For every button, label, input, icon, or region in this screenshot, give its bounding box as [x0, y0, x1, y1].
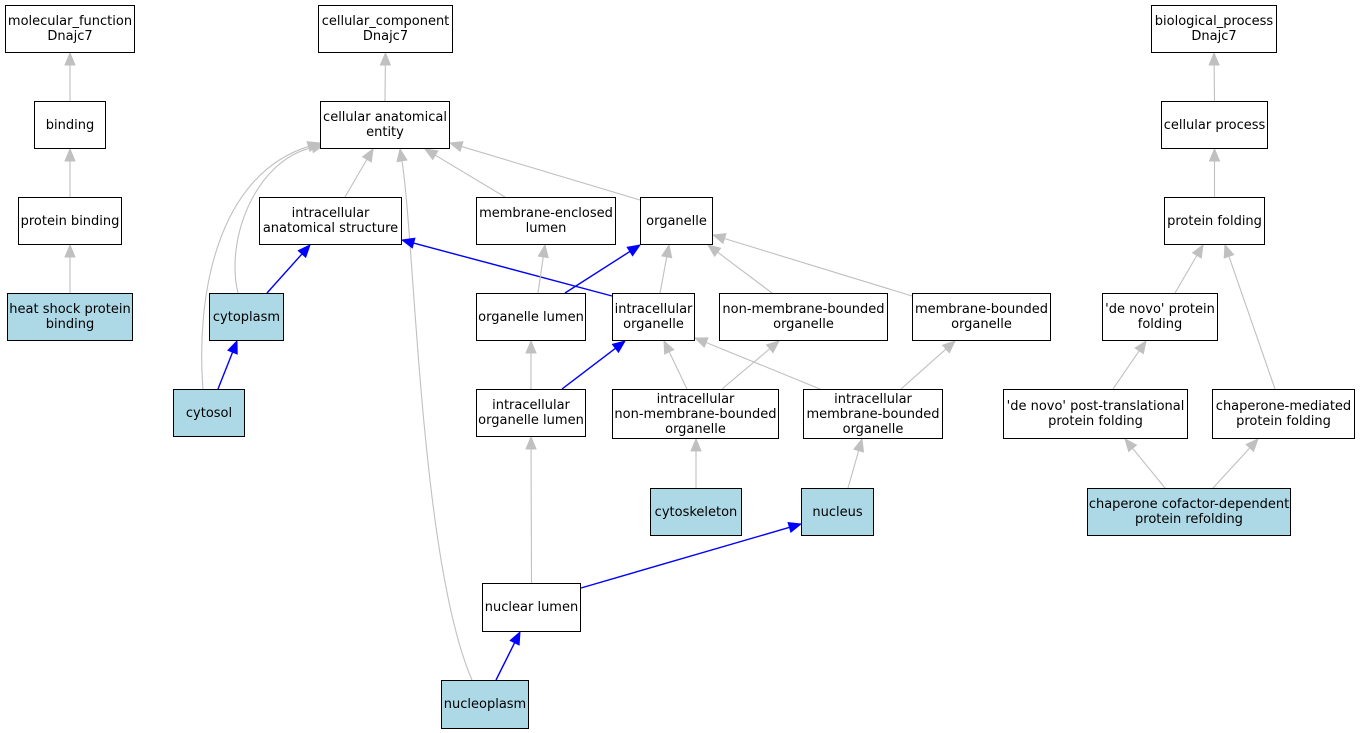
arrowhead-cae-to-cc_root — [379, 51, 392, 66]
arrowhead-ic_mbo-to-mbo — [941, 340, 956, 354]
arrowhead-cytoplasm-to-ias — [297, 244, 311, 259]
node-intracellular-anatomical-structure[interactable]: intracellular anatomical structure — [259, 197, 402, 245]
arrowhead-organelle-to-cae — [448, 141, 464, 153]
node-binding[interactable]: binding — [34, 101, 106, 149]
arrowhead-ic_mbo-to-ic_org — [693, 337, 709, 349]
arrowhead-cytoskeleton-to-ic_nmbo — [690, 437, 702, 452]
edge-nucleoplasm-to-nuclear_lumen — [495, 641, 516, 681]
arrowhead-nuclear_lumen-to-ic_org_lumen — [525, 435, 537, 450]
edge-org_lumen-to-organelle — [564, 250, 632, 294]
arrowhead-nuclear_lumen-to-nucleus — [787, 521, 803, 534]
edge-ias-to-cae — [344, 158, 368, 198]
arrowhead-nmbo-to-organelle — [706, 244, 722, 258]
node-de-novo-protein-folding[interactable]: 'de novo' protein folding — [1102, 293, 1218, 341]
edge-mbo-to-organelle — [723, 237, 913, 297]
node-protein-binding[interactable]: protein binding — [18, 197, 122, 245]
node-membrane-bounded-organelle[interactable]: membrane-bounded organelle — [912, 293, 1051, 341]
node-nucleoplasm[interactable]: nucleoplasm — [441, 680, 529, 729]
edge-ic_nmbo-to-ic_org — [668, 350, 688, 390]
node-cytosol[interactable]: cytosol — [173, 389, 245, 437]
node-organelle[interactable]: organelle — [640, 197, 713, 245]
node-cytoskeleton[interactable]: cytoskeleton — [650, 488, 742, 536]
arrowhead-chap_refold-to-denovo_ptf — [1124, 437, 1138, 453]
node-molecular-function-root[interactable]: molecular_function Dnajc7 — [5, 5, 135, 53]
edge-denovo_ptf-to-denovo_fold — [1112, 349, 1141, 390]
arrowhead-mbo-to-organelle — [711, 233, 727, 245]
node-intracellular-non-membrane-bounded-organelle[interactable]: intracellular non-membrane-bounded organ… — [612, 389, 779, 439]
arrowhead-chap_refold-to-chap_fold — [1245, 438, 1259, 453]
node-chaperone-mediated-protein-folding[interactable]: chaperone-mediated protein folding — [1212, 389, 1355, 439]
node-chaperone-cofactor-dependent-protein-refolding[interactable]: chaperone cofactor-dependent protein ref… — [1087, 488, 1291, 536]
arrowhead-org_lumen-to-mel — [537, 243, 549, 259]
node-intracellular-organelle[interactable]: intracellular organelle — [612, 293, 695, 341]
node-nuclear-lumen[interactable]: nuclear lumen — [482, 583, 581, 632]
arrowhead-denovo_ptf-to-denovo_fold — [1134, 339, 1147, 355]
edge-nucleoplasm-to-cae — [401, 159, 473, 681]
edge-ic_org_lumen-to-ic_org — [561, 347, 617, 390]
edge-chap_fold-to-prot_fold — [1228, 255, 1276, 390]
arrowhead-nucleus-to-ic_mbo — [853, 437, 865, 453]
arrowhead-cytosol-to-cae — [306, 141, 322, 153]
edge-chap_refold-to-chap_fold — [1212, 446, 1251, 489]
node-non-membrane-bounded-organelle[interactable]: non-membrane-bounded organelle — [719, 293, 888, 341]
arrowhead-protein_binding-to-binding — [64, 147, 76, 162]
edge-ic_mbo-to-ic_org — [704, 341, 821, 390]
edge-cytoplasm-to-cae — [234, 146, 314, 294]
edge-nmbo-to-organelle — [716, 251, 773, 294]
arrowhead-ic_org-to-organelle — [661, 243, 673, 259]
node-heat-shock-protein-binding[interactable]: heat shock protein binding — [7, 293, 133, 341]
node-cellular-component-root[interactable]: cellular_component Dnajc7 — [318, 5, 453, 53]
node-intracellular-membrane-bounded-organelle[interactable]: intracellular membrane-bounded organelle — [803, 389, 943, 439]
edge-ic_mbo-to-mbo — [900, 347, 948, 390]
edge-ic_org-to-ias — [412, 242, 613, 297]
arrowhead-ias-to-cae — [361, 147, 374, 163]
node-de-novo-post-translational-protein-folding[interactable]: 'de novo' post-translational protein fol… — [1003, 389, 1188, 439]
arrowhead-hsp_binding-to-protein_binding — [64, 243, 76, 258]
arrowhead-prot_fold-to-cell_proc — [1208, 147, 1221, 162]
node-cytoplasm[interactable]: cytoplasm — [209, 293, 284, 341]
arrowhead-binding-to-mf_root — [64, 51, 76, 66]
arrowhead-ic_org-to-ias — [400, 237, 416, 249]
edge-organelle-to-cae — [460, 145, 641, 201]
arrowhead-ic_nmbo-to-nmbo — [765, 340, 780, 354]
arrowhead-ic_org_lumen-to-ic_org — [611, 340, 627, 354]
edge-chap_refold-to-denovo_ptf — [1131, 447, 1166, 489]
edge-cytoplasm-to-ias — [266, 252, 304, 294]
node-nucleus[interactable]: nucleus — [801, 488, 874, 536]
edge-org_lumen-to-mel — [537, 255, 544, 294]
arrowhead-mel-to-cae — [423, 148, 439, 161]
node-cellular-anatomical-entity[interactable]: cellular anatomical entity — [320, 101, 450, 149]
arrowhead-cell_proc-to-bp_root — [1208, 51, 1220, 66]
node-cellular-process[interactable]: cellular process — [1161, 101, 1268, 149]
edge-cytosol-to-cytoplasm — [217, 350, 234, 390]
edge-denovo_fold-to-prot_fold — [1174, 254, 1198, 294]
node-biological-process-root[interactable]: biological_process Dnajc7 — [1151, 5, 1277, 53]
edge-mel-to-cae — [434, 154, 506, 198]
arrowhead-ic_org_lumen-to-org_lumen — [525, 339, 537, 354]
node-membrane-enclosed-lumen[interactable]: membrane-enclosed lumen — [476, 197, 616, 245]
arrowhead-ic_nmbo-to-ic_org — [663, 339, 675, 355]
edge-ic_nmbo-to-nmbo — [721, 347, 771, 390]
edge-nucleus-to-ic_mbo — [847, 449, 860, 489]
edge-cytosol-to-cae — [201, 145, 310, 390]
edge-nuclear_lumen-to-nucleus — [580, 526, 791, 589]
arrowhead-org_lumen-to-organelle — [626, 244, 642, 257]
arrowhead-nucleoplasm-to-cae — [396, 147, 408, 163]
arrowhead-denovo_fold-to-prot_fold — [1191, 243, 1204, 259]
node-intracellular-organelle-lumen[interactable]: intracellular organelle lumen — [476, 389, 586, 437]
arrowhead-cytosol-to-cytoplasm — [227, 339, 238, 355]
node-protein-folding[interactable]: protein folding — [1164, 197, 1265, 245]
node-organelle-lumen[interactable]: organelle lumen — [476, 293, 586, 341]
arrowhead-nucleoplasm-to-nuclear_lumen — [509, 630, 521, 646]
edge-ic_org-to-organelle — [659, 255, 668, 294]
arrowhead-chap_fold-to-prot_fold — [1223, 243, 1235, 259]
